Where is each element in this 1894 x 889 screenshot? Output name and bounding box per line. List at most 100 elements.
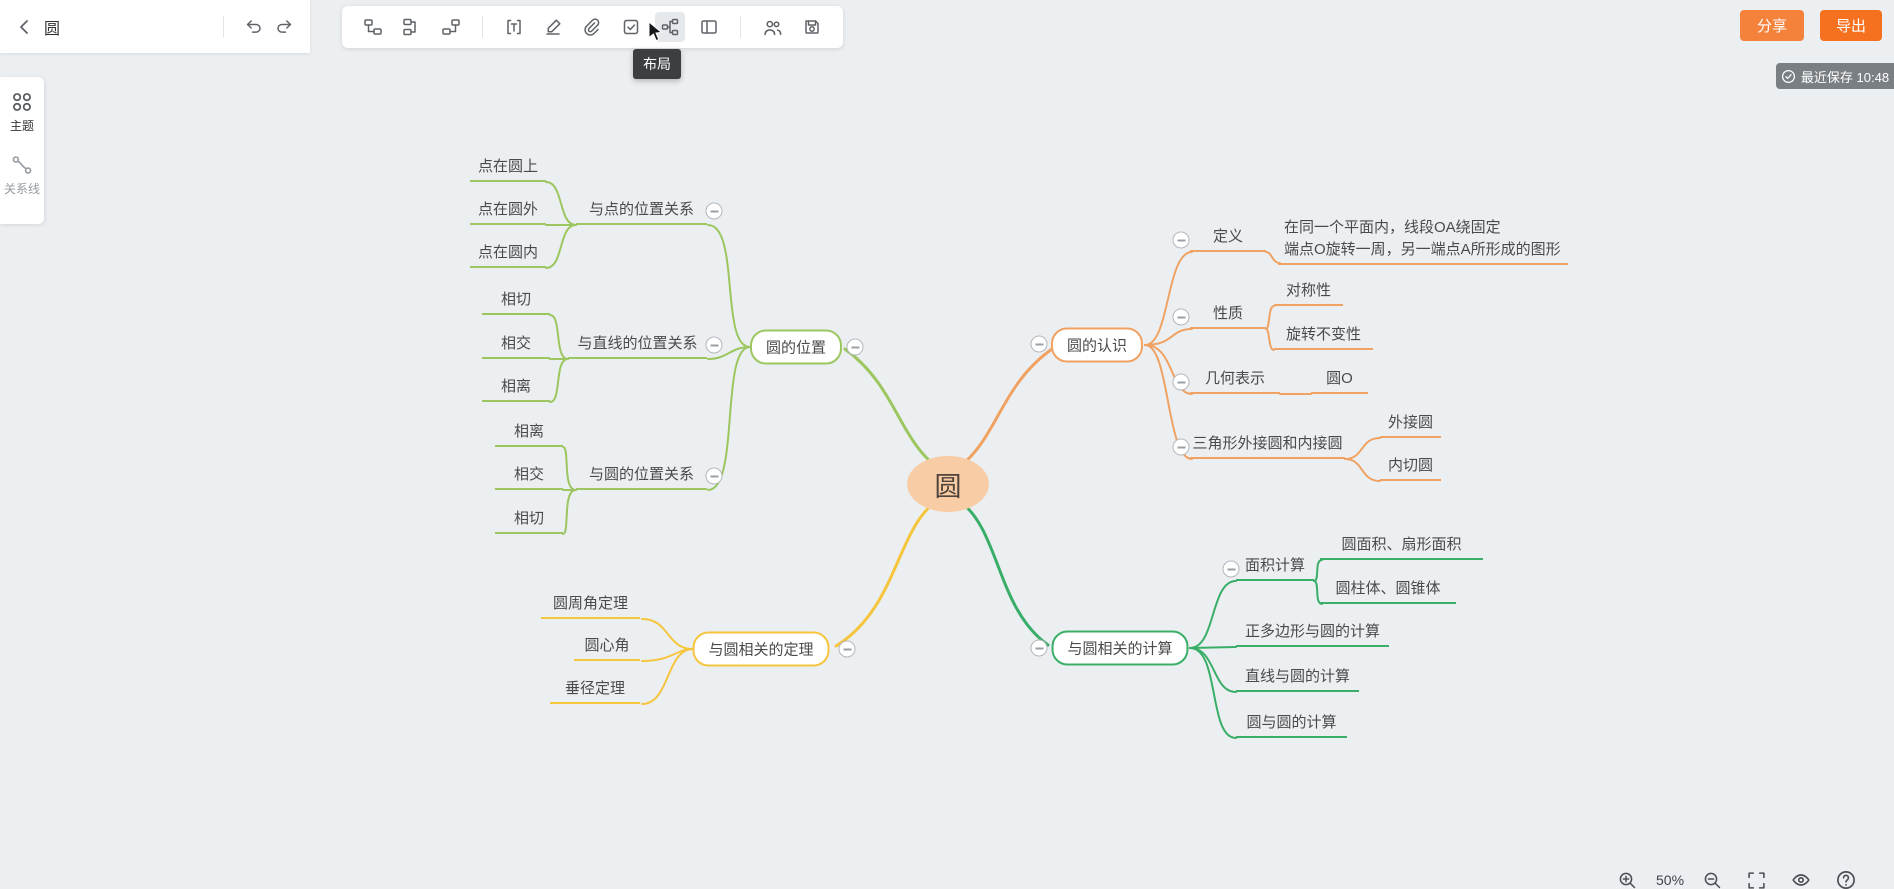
collapse-button[interactable] xyxy=(705,336,723,354)
back-button[interactable] xyxy=(10,12,40,42)
definition-line-1: 在同一个平面内，线段OA绕固定 xyxy=(1284,219,1501,236)
cursor-arrow-icon xyxy=(648,21,663,42)
collaborate-people-icon xyxy=(764,20,782,35)
undo-button[interactable] xyxy=(238,11,269,42)
node-rotation-invariance[interactable]: 旋转不变性 xyxy=(1274,322,1373,350)
node-area-calculation[interactable]: 面积计算 xyxy=(1236,553,1314,581)
node-point-in[interactable]: 点在圆内 xyxy=(470,240,546,268)
layout-button[interactable] xyxy=(655,12,685,42)
branch-calculation-wires xyxy=(956,498,1323,739)
node-circle-sector-area[interactable]: 圆面积、扇形面积 xyxy=(1320,532,1483,560)
zoom-in-button[interactable] xyxy=(1612,865,1643,889)
sidebar-item-theme[interactable]: 主题 xyxy=(10,91,34,134)
branch-theorem-wires xyxy=(641,498,940,705)
definition-line-2: 端点O旋转一周，另一端点A所形成的图形 xyxy=(1284,241,1561,258)
panel-view-button[interactable] xyxy=(694,12,724,42)
collapse-button[interactable] xyxy=(1030,639,1048,657)
redo-button[interactable] xyxy=(269,11,300,42)
node-point-relation[interactable]: 与点的位置关系 xyxy=(576,197,707,225)
attachment-button[interactable] xyxy=(577,12,607,42)
main-node-calculation[interactable]: 与圆相关的计算 xyxy=(1051,630,1189,666)
node-point-out[interactable]: 点在圆外 xyxy=(470,197,546,225)
divider xyxy=(740,16,741,38)
node-central-angle[interactable]: 圆心角 xyxy=(574,633,640,661)
node-property[interactable]: 性质 xyxy=(1190,301,1266,329)
node-polygon-calculation[interactable]: 正多边形与圆的计算 xyxy=(1236,619,1389,647)
node-circle-calculation[interactable]: 圆与圆的计算 xyxy=(1236,710,1347,738)
save-button[interactable] xyxy=(797,12,827,42)
style-brush-button[interactable] xyxy=(538,12,568,42)
sidebar-item-relation-line[interactable]: 关系线 xyxy=(4,154,40,197)
main-node-theorem[interactable]: 与圆相关的定理 xyxy=(692,631,830,667)
fit-screen-button[interactable] xyxy=(1741,865,1772,889)
presentation-view-button[interactable] xyxy=(1785,864,1817,889)
node-definition[interactable]: 定义 xyxy=(1190,224,1266,252)
minus-dash xyxy=(710,210,718,212)
node-line-separate[interactable]: 相离 xyxy=(482,374,550,402)
theme-shapes-icon xyxy=(13,93,31,111)
node-line-calculation[interactable]: 直线与圆的计算 xyxy=(1236,664,1359,692)
collapse-button[interactable] xyxy=(705,202,723,220)
summary-button[interactable] xyxy=(499,12,529,42)
branch-position-wires xyxy=(545,181,940,535)
minus-dash xyxy=(843,648,851,650)
node-circle-separate[interactable]: 相离 xyxy=(495,419,563,447)
minus-dash xyxy=(1227,568,1235,570)
divider xyxy=(482,16,483,38)
help-button[interactable] xyxy=(1830,864,1862,889)
insert-parent-topic-button[interactable] xyxy=(436,12,466,42)
collaborate-button[interactable] xyxy=(757,12,788,43)
minus-dash xyxy=(1177,239,1185,241)
collapse-button[interactable] xyxy=(705,467,723,485)
task-button[interactable] xyxy=(616,12,646,42)
collapse-button[interactable] xyxy=(838,640,856,658)
title-bar: 圆 xyxy=(0,0,310,53)
zoom-status-bar: 50% xyxy=(1612,864,1862,889)
insert-sibling-topic-icon xyxy=(403,18,416,36)
minus-dash xyxy=(1177,316,1185,318)
node-inscribed-angle-theorem[interactable]: 圆周角定理 xyxy=(541,591,640,619)
collapse-button[interactable] xyxy=(1172,231,1190,249)
export-button[interactable]: 导出 xyxy=(1820,10,1882,41)
node-line-tangent[interactable]: 相切 xyxy=(482,287,550,315)
collapse-button[interactable] xyxy=(1172,438,1190,456)
node-line-relation[interactable]: 与直线的位置关系 xyxy=(568,331,707,359)
node-circle-o[interactable]: 圆O xyxy=(1311,366,1368,394)
sidebar-item-label: 主题 xyxy=(9,119,34,133)
collapse-button[interactable] xyxy=(1030,335,1048,353)
main-node-position[interactable]: 圆的位置 xyxy=(749,329,843,365)
node-circle-tangent[interactable]: 相切 xyxy=(495,506,563,534)
insert-parent-topic-icon xyxy=(442,19,460,35)
node-inscribed-circle[interactable]: 内切圆 xyxy=(1380,453,1441,481)
node-geometric-notation[interactable]: 几何表示 xyxy=(1190,366,1280,394)
collapse-button[interactable] xyxy=(1172,373,1190,391)
node-point-on[interactable]: 点在圆上 xyxy=(470,154,546,182)
node-circumscribed-circle[interactable]: 外接圆 xyxy=(1380,410,1441,438)
node-cylinder-cone[interactable]: 圆柱体、圆锥体 xyxy=(1320,576,1456,604)
collapse-button[interactable] xyxy=(1222,560,1240,578)
divider xyxy=(223,15,224,38)
fit-screen-icon xyxy=(1748,871,1765,889)
node-circle-relation[interactable]: 与圆的位置关系 xyxy=(576,462,707,490)
node-line-intersect[interactable]: 相交 xyxy=(482,331,550,359)
insert-child-topic-button[interactable] xyxy=(358,12,388,42)
collapse-button[interactable] xyxy=(1172,308,1190,326)
minus-dash xyxy=(710,475,718,477)
share-button[interactable]: 分享 xyxy=(1740,10,1804,41)
node-triangle-circles[interactable]: 三角形外接圆和内接圆 xyxy=(1190,431,1345,459)
insert-sibling-topic-button[interactable] xyxy=(397,12,427,42)
style-brush-icon xyxy=(546,19,561,35)
mouse-cursor xyxy=(648,21,663,42)
node-perpendicular-theorem[interactable]: 垂径定理 xyxy=(550,676,640,704)
node-circle-intersect[interactable]: 相交 xyxy=(495,462,563,490)
main-node-knowledge[interactable]: 圆的认识 xyxy=(1050,327,1144,363)
central-topic-node[interactable]: 圆 xyxy=(907,456,989,512)
panel-view-icon xyxy=(701,20,717,34)
node-symmetry[interactable]: 对称性 xyxy=(1274,278,1343,306)
zoom-out-button[interactable] xyxy=(1697,865,1728,889)
collapse-button[interactable] xyxy=(846,338,864,356)
back-chevron-icon xyxy=(20,19,28,34)
node-definition-text[interactable]: 在同一个平面内，线段OA绕固定 端点O旋转一周，另一端点A所形成的图形 xyxy=(1278,217,1568,265)
zoom-in-icon xyxy=(1619,872,1636,888)
